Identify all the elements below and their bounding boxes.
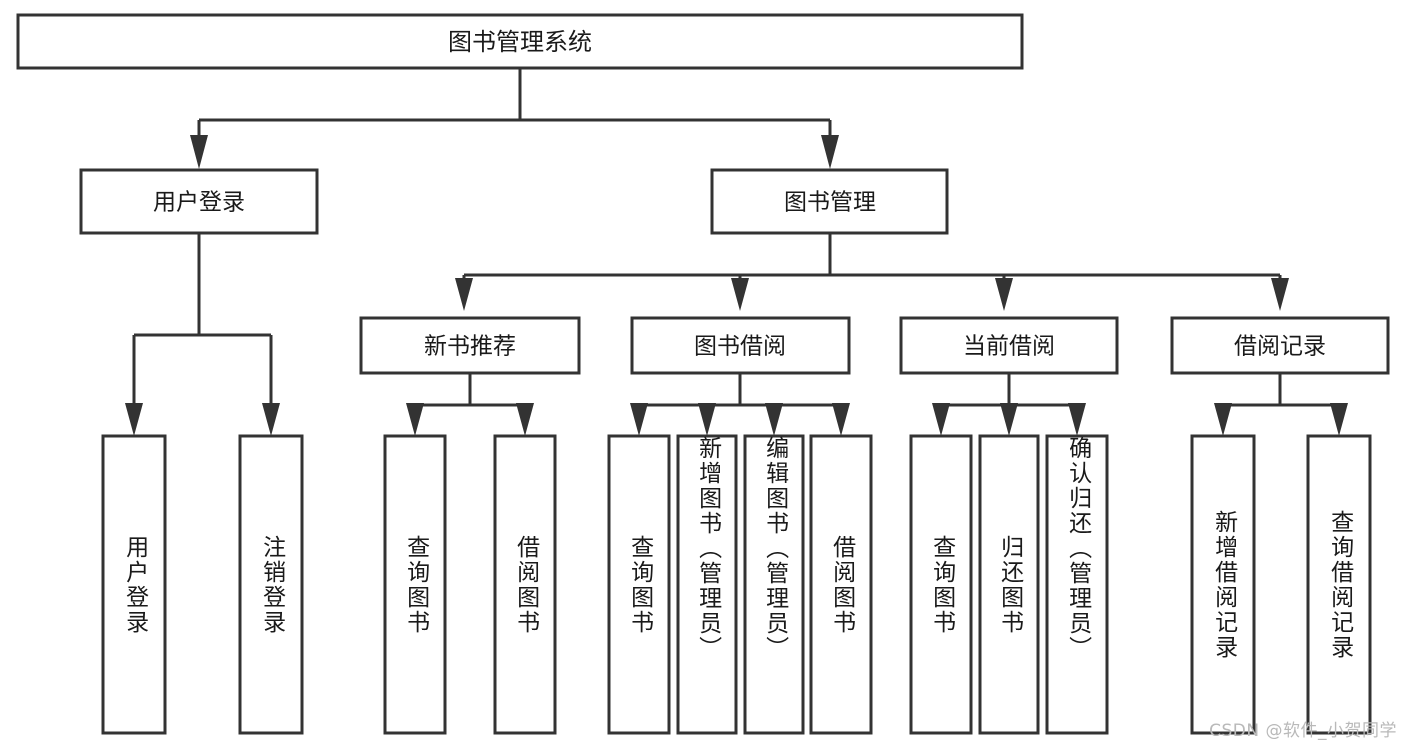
node-root[interactable]: 图书管理系统	[16, 13, 1024, 70]
arrow-to-leaf-logout-login	[262, 403, 280, 436]
node-book-management-label: 图书管理	[784, 190, 876, 216]
connectors-current-borrow	[932, 373, 1086, 436]
node-new-book-recommend[interactable]: 新书推荐	[359, 316, 581, 375]
arrow-to-leaf-user-login	[125, 403, 143, 436]
node-root-label: 图书管理系统	[448, 28, 592, 56]
arrow-to-new-book-recommend	[455, 278, 473, 311]
node-borrow-record-label: 借阅记录	[1234, 334, 1326, 360]
node-book-borrow-box[interactable]	[630, 316, 851, 375]
node-user-login-label: 用户登录	[153, 190, 245, 216]
node-borrow-record-box[interactable]	[1170, 316, 1390, 375]
arrow-root-to-book-management	[821, 135, 839, 169]
arrow-to-current-borrow	[995, 278, 1013, 311]
connectors-user-login	[125, 233, 280, 436]
connectors-book-management	[455, 233, 1289, 311]
node-current-borrow-box[interactable]	[899, 316, 1119, 375]
leaf-query-book-2-box[interactable]	[607, 434, 671, 735]
node-book-management-box[interactable]	[710, 168, 949, 235]
leaf-borrow-book-1-box[interactable]	[493, 434, 557, 735]
arrow-to-leaf-edit-book	[765, 403, 783, 436]
arrow-to-leaf-confirm-return	[1068, 403, 1086, 436]
leaf-add-record-box[interactable]	[1190, 434, 1256, 735]
leaf-confirm-return-box[interactable]	[1045, 434, 1109, 735]
arrow-to-leaf-return-book	[1000, 403, 1018, 436]
arrow-to-leaf-add-book	[698, 403, 716, 436]
connectors-book-borrow	[630, 373, 850, 436]
arrow-to-leaf-query-book-1	[406, 403, 424, 436]
node-new-book-recommend-box[interactable]	[359, 316, 581, 375]
arrow-to-leaf-query-record	[1330, 403, 1348, 436]
node-book-borrow[interactable]: 图书借阅	[630, 316, 851, 375]
node-borrow-record[interactable]: 借阅记录	[1170, 316, 1390, 375]
arrow-to-leaf-query-book-2	[630, 403, 648, 436]
connectors-root	[190, 68, 839, 169]
node-current-borrow-label: 当前借阅	[963, 334, 1055, 360]
leaf-query-book-1-box[interactable]	[383, 434, 447, 735]
node-current-borrow[interactable]: 当前借阅	[899, 316, 1119, 375]
arrow-to-leaf-add-record	[1214, 403, 1232, 436]
arrow-to-borrow-record	[1271, 278, 1289, 311]
arrow-to-leaf-borrow-book-2	[832, 403, 850, 436]
csdn-watermark: CSDN @软件_小贺同学	[1209, 721, 1397, 741]
leaf-user-login-box[interactable]	[101, 434, 167, 735]
arrow-to-leaf-borrow-book-1	[516, 403, 534, 436]
leaf-add-book-box[interactable]	[676, 434, 738, 735]
arrow-to-leaf-query-book-3	[932, 403, 950, 436]
node-user-login[interactable]: 用户登录	[79, 168, 319, 235]
arrow-to-book-borrow	[731, 278, 749, 311]
leaf-logout-login-box[interactable]	[238, 434, 304, 735]
leaf-edit-book-box[interactable]	[743, 434, 805, 735]
leaf-borrow-book-2-box[interactable]	[809, 434, 873, 735]
leaf-query-record-box[interactable]	[1306, 434, 1372, 735]
leaf-return-book-box[interactable]	[978, 434, 1040, 735]
node-user-login-box[interactable]	[79, 168, 319, 235]
connectors-new-book-recommend	[406, 373, 534, 436]
node-root-box[interactable]	[16, 13, 1024, 70]
leaf-query-book-3-box[interactable]	[909, 434, 973, 735]
connectors-borrow-record	[1214, 373, 1348, 436]
arrow-root-to-user-login	[190, 135, 208, 169]
node-book-borrow-label: 图书借阅	[694, 334, 786, 360]
node-book-management[interactable]: 图书管理	[710, 168, 949, 235]
leaf-boxes	[101, 434, 1372, 735]
node-new-book-recommend-label: 新书推荐	[424, 334, 516, 360]
